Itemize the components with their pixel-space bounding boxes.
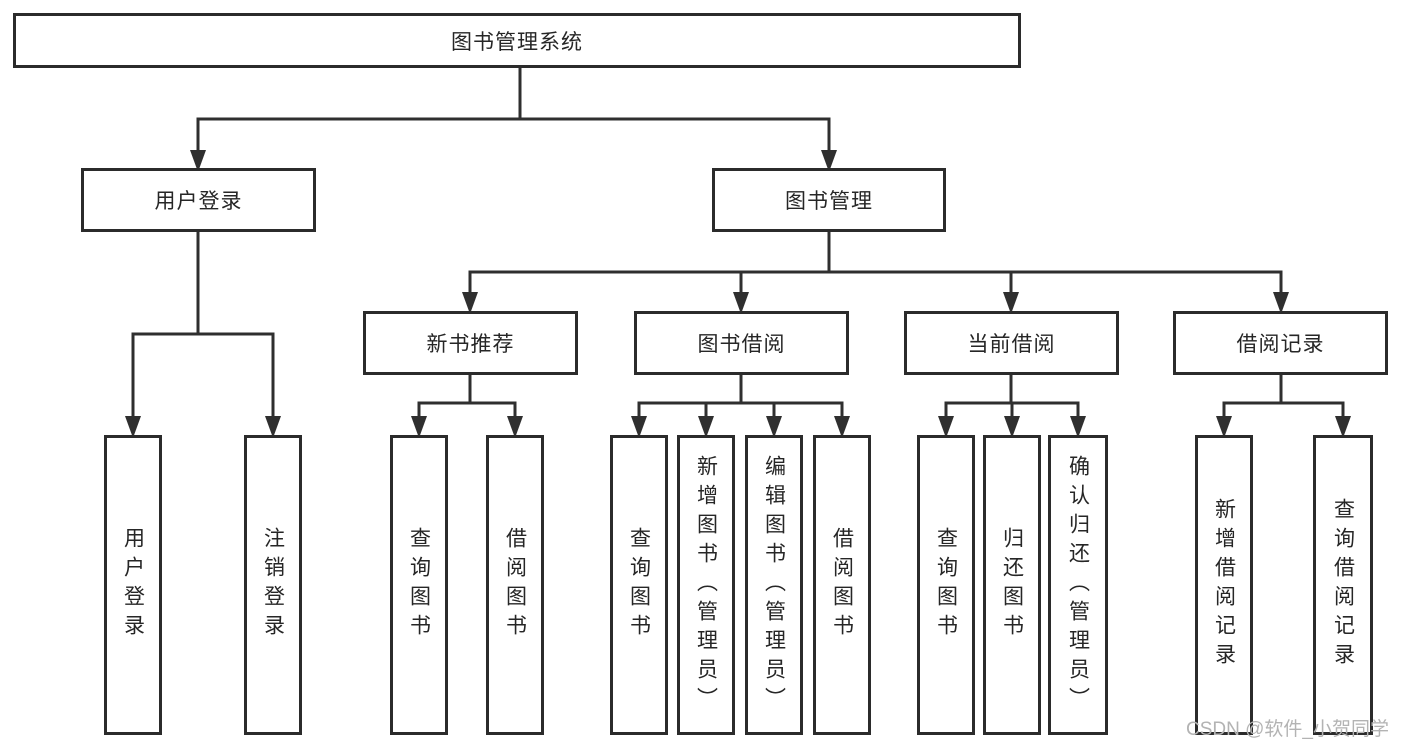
leaf-query-books-current: 查询图书 (917, 435, 975, 735)
arrowhead (821, 150, 837, 172)
leaf-label: 归还图书 (1000, 527, 1024, 643)
node-label: 借阅记录 (1236, 333, 1325, 356)
node-user-login: 用户登录 (81, 168, 316, 232)
leaf-label: 查询借阅记录 (1331, 498, 1355, 672)
arrowhead (411, 416, 427, 438)
arrowhead (1070, 416, 1086, 438)
node-label: 新书推荐 (426, 333, 515, 356)
arrowhead (1335, 416, 1351, 438)
leaf-label: 编辑图书（管理员） (762, 454, 786, 716)
leaf-query-books-borrow: 查询图书 (610, 435, 668, 735)
leaf-label: 新增借阅记录 (1212, 498, 1236, 672)
arrowhead (1003, 292, 1019, 314)
arrowhead (938, 416, 954, 438)
arrowheads (125, 150, 1351, 438)
node-current-borrow: 当前借阅 (904, 311, 1119, 375)
leaf-label: 用户登录 (121, 527, 145, 643)
arrowhead (507, 416, 523, 438)
leaf-label: 注销登录 (261, 527, 285, 643)
arrowhead (766, 416, 782, 438)
node-book-management: 图书管理 (712, 168, 946, 232)
arrowhead (462, 292, 478, 314)
arrowhead (1216, 416, 1232, 438)
arrowhead (698, 416, 714, 438)
leaf-logout: 注销登录 (244, 435, 302, 735)
leaf-borrow-books-borrow: 借阅图书 (813, 435, 871, 735)
node-new-book-recommend: 新书推荐 (363, 311, 578, 375)
arrowhead (733, 292, 749, 314)
leaf-label: 新增图书（管理员） (694, 454, 718, 716)
leaf-user-login: 用户登录 (104, 435, 162, 735)
leaf-label: 查询图书 (934, 527, 958, 643)
leaf-query-borrow-record: 查询借阅记录 (1313, 435, 1373, 735)
node-label: 图书管理 (785, 190, 873, 213)
arrowhead (265, 416, 281, 438)
leaf-edit-book-admin: 编辑图书（管理员） (745, 435, 803, 735)
leaf-label: 查询图书 (627, 527, 651, 643)
arrowhead (1004, 416, 1020, 438)
node-root: 图书管理系统 (13, 13, 1021, 68)
leaf-query-books-recommend: 查询图书 (390, 435, 448, 735)
leaf-label: 确认归还（管理员） (1066, 454, 1090, 716)
node-label: 当前借阅 (967, 333, 1056, 356)
leaf-add-book-admin: 新增图书（管理员） (677, 435, 735, 735)
arrowhead (631, 416, 647, 438)
arrowhead (190, 150, 206, 172)
node-label: 用户登录 (154, 190, 243, 213)
csdn-watermark: CSDN @软件_小贺同学 (1186, 719, 1389, 740)
arrowhead (834, 416, 850, 438)
leaf-label: 借阅图书 (830, 527, 854, 643)
leaf-label: 查询图书 (407, 527, 431, 643)
node-label: 图书管理系统 (451, 30, 583, 54)
leaf-label: 借阅图书 (503, 527, 527, 643)
leaf-confirm-return-admin: 确认归还（管理员） (1048, 435, 1108, 735)
connector-path (131, 66, 1345, 420)
node-book-borrow: 图书借阅 (634, 311, 849, 375)
leaf-add-borrow-record: 新增借阅记录 (1195, 435, 1253, 735)
arrowhead (125, 416, 141, 438)
node-borrow-records: 借阅记录 (1173, 311, 1388, 375)
arrowhead (1273, 292, 1289, 314)
leaf-borrow-books-recommend: 借阅图书 (486, 435, 544, 735)
leaf-return-books: 归还图书 (983, 435, 1041, 735)
node-label: 图书借阅 (697, 333, 786, 356)
